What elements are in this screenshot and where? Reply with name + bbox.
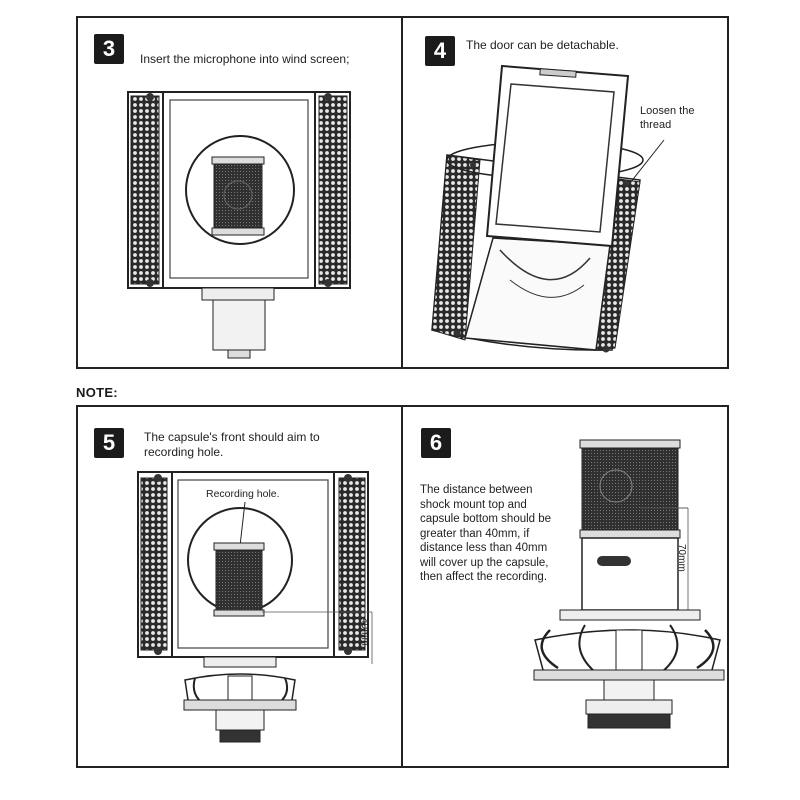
step-number-badge: 4 xyxy=(425,36,455,66)
step-4-illustration xyxy=(431,64,665,353)
step-5-illustration xyxy=(137,471,373,743)
step-3-illustration xyxy=(127,91,351,359)
dim-70mm-label: 70mm xyxy=(676,544,687,572)
step-5-caption: The capsule's front should aim to record… xyxy=(144,430,320,459)
dim-40mm-label: 40mm xyxy=(359,618,370,646)
step-number-badge: 6 xyxy=(421,428,451,458)
step-4-caption: The door can be detachable. xyxy=(466,38,619,52)
recording-hole-label: Recording hole. xyxy=(206,488,280,500)
step-3-caption: Insert the microphone into wind screen; xyxy=(140,52,350,66)
note-label: NOTE: xyxy=(76,385,118,400)
step-number-badge: 3 xyxy=(94,34,124,64)
step-6-caption: The distance between shock mount top and… xyxy=(420,484,552,583)
loosen-thread-label: Loosen the thread xyxy=(640,105,695,131)
step-6-illustration xyxy=(533,439,725,729)
step-number-badge: 5 xyxy=(94,428,124,458)
